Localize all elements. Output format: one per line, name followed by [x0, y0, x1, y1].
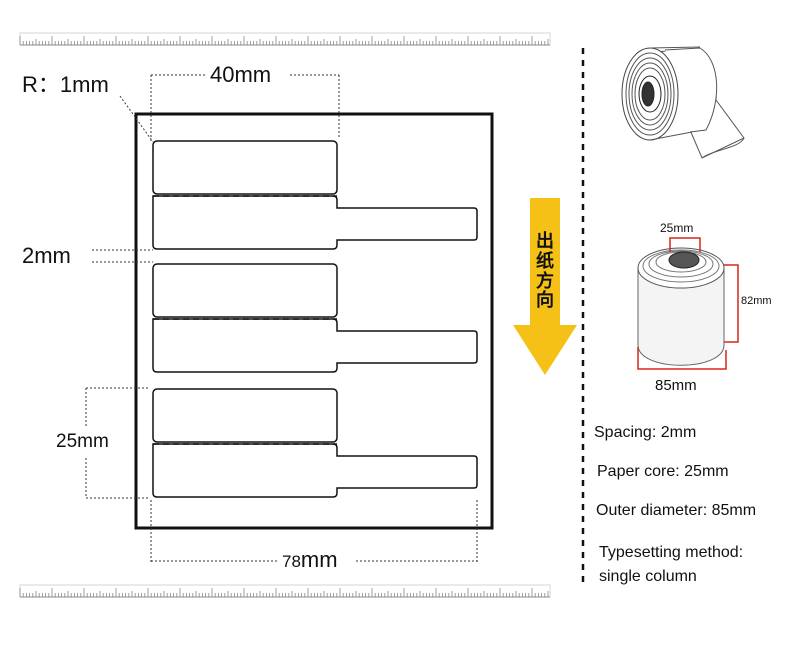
ruler-border: [19, 32, 551, 46]
label-gap-label: 2mm: [22, 243, 71, 268]
feed-direction-arrow: [513, 198, 577, 375]
label-top-3: [152, 388, 338, 443]
spec-spacing: Spacing: 2mm: [594, 424, 697, 441]
spec-typesetting-title: Typesetting method:: [599, 544, 744, 561]
label-height-label: 25mm: [56, 431, 109, 452]
ruler-border: [19, 584, 551, 598]
roll-width-label: 82mm: [741, 295, 772, 307]
paper-frame: [134, 112, 494, 530]
dimension-lines: [85, 74, 478, 562]
paper-roll-illustration: [621, 46, 745, 159]
paper-width-label: 78mm: [282, 549, 338, 571]
spec-typesetting-value: single column: [599, 568, 697, 585]
top-ruler: [19, 32, 551, 46]
label-tail-2: [152, 318, 478, 373]
core-size-label: 25mm: [660, 221, 694, 235]
label-tail-1: [152, 195, 478, 250]
roll-dimension-illustration: [637, 237, 739, 370]
label-group-3: [152, 388, 478, 498]
label-width-label: 40mm: [210, 62, 272, 87]
label-group-1: [152, 140, 478, 250]
label-top-2: [152, 263, 338, 318]
paper-width-unit: mm: [300, 547, 338, 572]
roll-dimension-markers: [637, 237, 739, 370]
corner-radius-label: R：1mm: [22, 72, 109, 97]
spec-outer-diameter: Outer diameter: 85mm: [596, 502, 757, 519]
feed-direction-text: 出纸方向: [536, 231, 554, 311]
label-tail-3: [152, 443, 478, 498]
outer-diameter-label: 85mm: [655, 377, 697, 394]
paper-width-value: 78: [282, 552, 301, 571]
bottom-ruler: [19, 584, 551, 598]
label-top-1: [152, 140, 338, 195]
label-group-2: [152, 263, 478, 373]
spec-paper-core: Paper core: 25mm: [597, 463, 729, 480]
